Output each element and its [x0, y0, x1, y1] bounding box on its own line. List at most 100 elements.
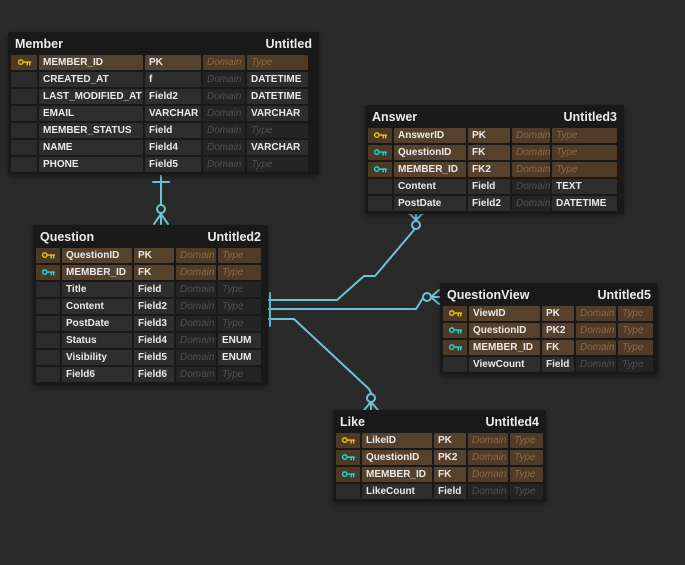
column-type[interactable]: VARCHAR — [247, 106, 308, 121]
column-field[interactable]: FK2 — [468, 162, 510, 177]
column-domain[interactable]: Domain — [176, 265, 216, 280]
table-label[interactable]: Untitled3 — [563, 109, 617, 124]
column-domain[interactable]: Domain — [468, 484, 508, 499]
column-domain[interactable]: Domain — [176, 299, 216, 314]
column-name[interactable]: Content — [62, 299, 132, 314]
column-type[interactable]: Type — [510, 467, 543, 482]
column-type[interactable]: DATETIME — [247, 72, 308, 87]
column-field[interactable]: Field2 — [468, 196, 510, 211]
column-name[interactable]: QuestionID — [394, 145, 466, 160]
column-type[interactable]: Type — [218, 367, 261, 382]
column-field[interactable]: Field5 — [134, 350, 174, 365]
column-field[interactable]: PK — [542, 306, 574, 321]
column-name[interactable]: Field6 — [62, 367, 132, 382]
column-domain[interactable]: Domain — [203, 140, 245, 155]
column-type[interactable]: Type — [618, 340, 653, 355]
column-type[interactable]: Type — [510, 433, 543, 448]
column-field[interactable]: FK — [542, 340, 574, 355]
column-name[interactable]: QuestionID — [362, 450, 432, 465]
column-name[interactable]: AnswerID — [394, 128, 466, 143]
column-field[interactable]: PK — [468, 128, 510, 143]
column-name[interactable]: PostDate — [394, 196, 466, 211]
column-name[interactable]: PHONE — [39, 157, 143, 172]
column-field[interactable]: Field2 — [145, 89, 201, 104]
column-type[interactable]: DATETIME — [552, 196, 617, 211]
column-type[interactable]: Type — [218, 282, 261, 297]
column-field[interactable]: Field2 — [134, 299, 174, 314]
column-type[interactable]: ENUM — [218, 350, 261, 365]
column-domain[interactable]: Domain — [576, 340, 616, 355]
column-name[interactable]: ViewCount — [469, 357, 540, 372]
column-domain[interactable]: Domain — [468, 450, 508, 465]
column-type[interactable]: Type — [618, 323, 653, 338]
column-domain[interactable]: Domain — [203, 106, 245, 121]
column-type[interactable]: Type — [552, 145, 617, 160]
column-name[interactable]: LikeCount — [362, 484, 432, 499]
column-domain[interactable]: Domain — [203, 89, 245, 104]
column-field[interactable]: Field — [542, 357, 574, 372]
table-label[interactable]: Untitled2 — [207, 229, 261, 244]
column-name[interactable]: QuestionID — [469, 323, 540, 338]
table-name[interactable]: Like — [340, 414, 366, 429]
column-type[interactable]: DATETIME — [247, 89, 308, 104]
column-field[interactable]: PK2 — [542, 323, 574, 338]
column-field[interactable]: Field — [145, 123, 201, 138]
column-field[interactable]: PK2 — [434, 450, 466, 465]
column-name[interactable]: Title — [62, 282, 132, 297]
column-field[interactable]: Field — [434, 484, 466, 499]
column-name[interactable]: MEMBER_ID — [469, 340, 540, 355]
column-field[interactable]: FK — [434, 467, 466, 482]
column-field[interactable]: PK — [434, 433, 466, 448]
column-type[interactable]: Type — [618, 357, 653, 372]
relationship-question-like[interactable] — [262, 311, 379, 411]
table-name[interactable]: QuestionView — [447, 287, 530, 302]
column-domain[interactable]: Domain — [176, 316, 216, 331]
column-field[interactable]: PK — [145, 55, 201, 70]
column-name[interactable]: Visibility — [62, 350, 132, 365]
table-label[interactable]: Untitled4 — [485, 414, 539, 429]
column-name[interactable]: ViewID — [469, 306, 540, 321]
column-domain[interactable]: Domain — [203, 123, 245, 138]
column-field[interactable]: FK — [468, 145, 510, 160]
column-domain[interactable]: Domain — [203, 157, 245, 172]
column-type[interactable]: Type — [618, 306, 653, 321]
column-domain[interactable]: Domain — [176, 248, 216, 263]
column-domain[interactable]: Domain — [176, 367, 216, 382]
column-name[interactable]: Content — [394, 179, 466, 194]
table-name[interactable]: Question — [40, 229, 95, 244]
column-type[interactable]: Type — [218, 316, 261, 331]
table-label[interactable]: Untitled — [265, 36, 312, 51]
column-domain[interactable]: Domain — [176, 333, 216, 348]
column-type[interactable]: Type — [552, 128, 617, 143]
column-type[interactable]: Type — [510, 484, 543, 499]
column-field[interactable]: FK — [134, 265, 174, 280]
column-type[interactable]: TEXT — [552, 179, 617, 194]
column-name[interactable]: MEMBER_ID — [62, 265, 132, 280]
column-field[interactable]: PK — [134, 248, 174, 263]
column-name[interactable]: MEMBER_ID — [39, 55, 143, 70]
column-name[interactable]: MEMBER_ID — [362, 467, 432, 482]
column-field[interactable]: Field — [134, 282, 174, 297]
column-domain[interactable]: Domain — [176, 350, 216, 365]
table-name[interactable]: Answer — [372, 109, 418, 124]
